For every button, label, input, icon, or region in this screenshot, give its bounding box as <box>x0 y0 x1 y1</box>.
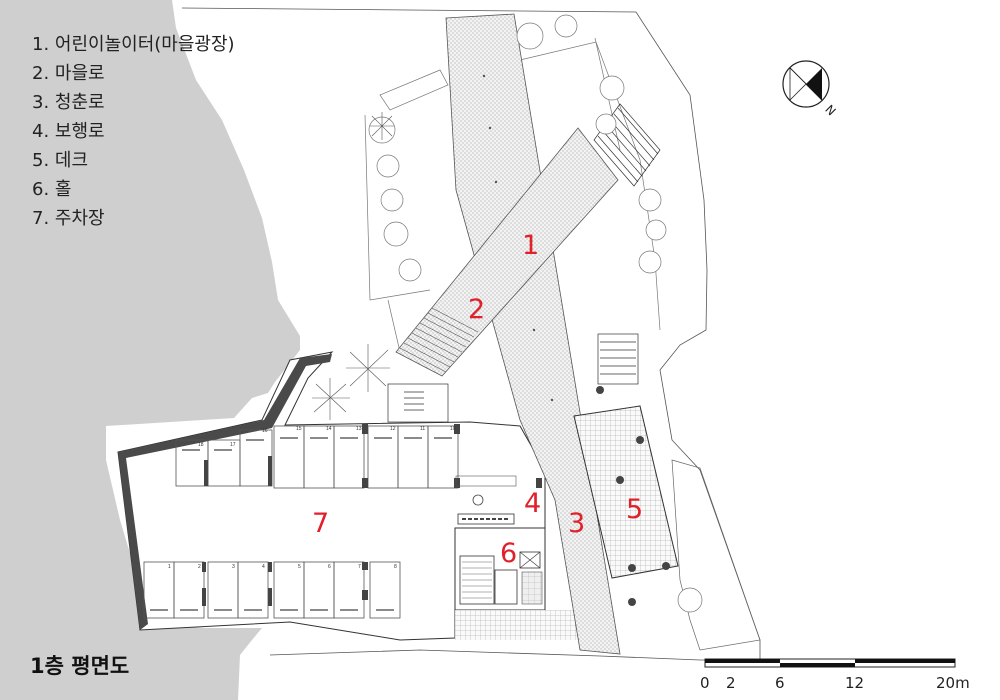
zone-number-6: 6 <box>500 538 517 569</box>
parking-number: 4 <box>262 564 265 570</box>
zone-number-4: 4 <box>524 488 541 519</box>
scale-label: 0 <box>700 674 710 692</box>
parking-number: 12 <box>390 426 396 432</box>
youth-road-path <box>445 13 621 655</box>
north-arrow-icon: N <box>782 60 838 118</box>
zone-number-5: 5 <box>626 494 643 525</box>
scale-bar: 0 2 6 12 20m <box>700 658 970 692</box>
trees <box>368 14 703 613</box>
parking-number: 17 <box>230 442 236 448</box>
zone-number-7: 7 <box>312 508 329 539</box>
scale-label: 20m <box>936 674 970 692</box>
parking-number: 7 <box>358 564 361 570</box>
parking-number: 11 <box>420 426 425 432</box>
east-annex <box>671 459 761 651</box>
parking-number: 14 <box>326 426 332 432</box>
parking-number: 13 <box>356 426 362 432</box>
building-outer-wall <box>117 351 546 641</box>
stair-core-left <box>387 383 449 423</box>
parking-number: 8 <box>394 564 397 570</box>
scale-label: 12 <box>845 674 864 692</box>
parking-number: 15 <box>296 426 302 432</box>
parking-top-row <box>175 425 459 489</box>
upper-stairs <box>593 103 661 187</box>
legend-item: 2. 마을로 <box>32 63 105 84</box>
parking-number: 3 <box>232 564 235 570</box>
outer-wall-thick <box>118 354 332 630</box>
zone-number-1: 1 <box>522 230 539 261</box>
zone-number-2: 2 <box>468 294 485 325</box>
scale-label: 6 <box>775 674 785 692</box>
scale-label: 2 <box>726 674 736 692</box>
car-markers <box>150 437 452 611</box>
deck-area <box>573 405 679 579</box>
palm-trees <box>312 112 394 420</box>
legend-item: 5. 데크 <box>32 150 89 171</box>
village-road-ramp <box>395 127 619 377</box>
core-block <box>454 475 546 611</box>
legend-item: 4. 보행로 <box>32 121 105 142</box>
parking-number: 16 <box>262 428 268 434</box>
parking-number: 2 <box>198 564 201 570</box>
plan-title: 1층 평면도 <box>30 654 130 678</box>
parking-number: 5 <box>298 564 301 570</box>
side-stairs <box>597 333 639 385</box>
legend-item: 6. 홀 <box>32 179 72 200</box>
parking-slot-numbers: 18 17 16 15 14 13 12 11 10 1 2 3 4 5 6 7… <box>168 426 456 570</box>
parking-number: 6 <box>328 564 331 570</box>
north-label: N <box>822 102 838 118</box>
structural-columns <box>202 424 542 606</box>
paved-strip <box>455 610 580 640</box>
parking-number: 18 <box>198 442 204 448</box>
landscape-lines <box>364 37 661 353</box>
legend-item: 1. 어린이놀이터(마을광장) <box>32 34 235 55</box>
parking-number: 1 <box>168 564 171 570</box>
site-boundary <box>181 7 761 661</box>
legend-item: 7. 주차장 <box>32 208 105 229</box>
terrain-mass <box>0 0 300 700</box>
zone-number-3: 3 <box>568 508 585 539</box>
legend-item: 3. 청춘로 <box>32 92 105 113</box>
parking-number: 10 <box>450 426 456 432</box>
deck-columns <box>596 386 670 606</box>
legend: 1. 어린이놀이터(마을광장) 2. 마을로 3. 청춘로 4. 보행로 5. … <box>32 30 235 233</box>
ramp-steps <box>399 307 479 373</box>
